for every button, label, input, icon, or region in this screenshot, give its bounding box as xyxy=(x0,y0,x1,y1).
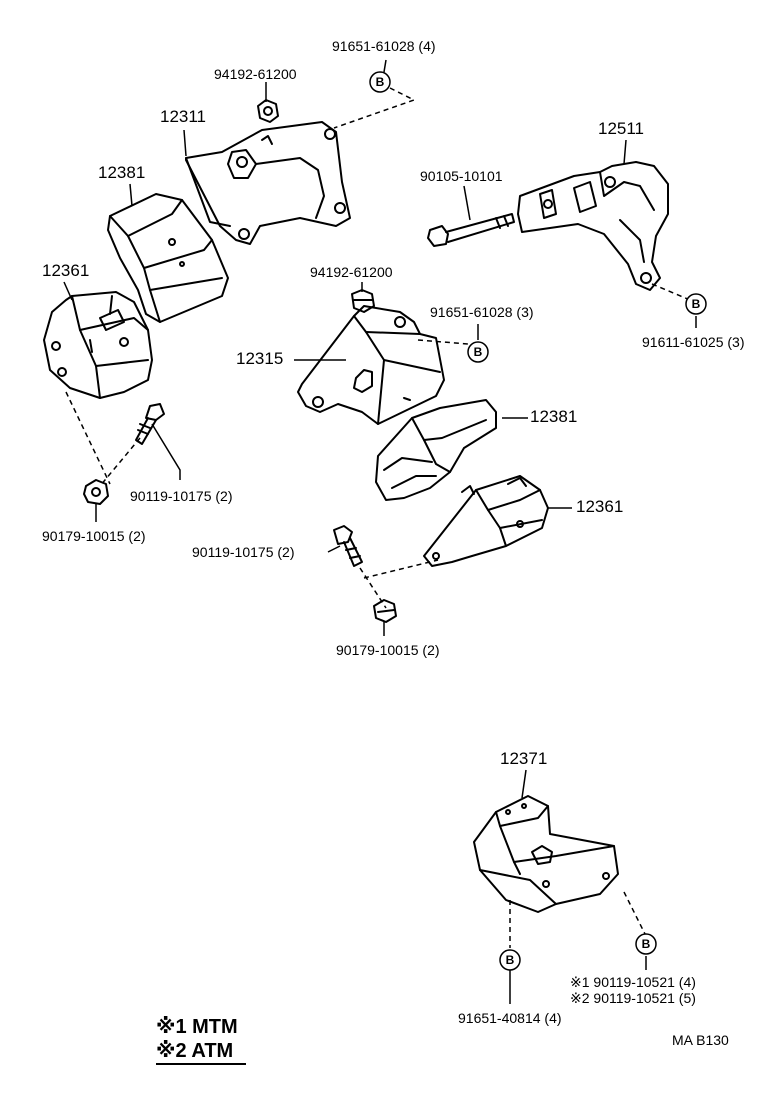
label-90179-10015-left: 90179-10015 (2) xyxy=(42,528,146,544)
label-90105-10101: 90105-10101 xyxy=(420,168,503,184)
callout-b-marker-5 xyxy=(635,933,657,955)
callout-markers xyxy=(369,71,707,971)
label-12381-right: 12381 xyxy=(530,407,578,426)
bolt-90119-10175-left xyxy=(135,403,165,445)
insulator-12381-right xyxy=(375,399,497,501)
label-90119-10175-mid: 90119-10175 (2) xyxy=(192,544,295,560)
callout-b-marker-2 xyxy=(467,341,489,363)
mount-12361-left xyxy=(43,291,153,399)
callout-b-letter: B xyxy=(506,953,515,967)
label-note2-part: ※2 90119-10521 (5) xyxy=(570,990,696,1006)
label-94192-61200-top: 94192-61200 xyxy=(214,66,297,82)
legend-underline xyxy=(156,1063,246,1065)
mount-12371 xyxy=(473,795,619,913)
label-12315: 12315 xyxy=(236,349,284,368)
label-91651-61028-4: 91651-61028 (4) xyxy=(332,38,436,54)
bracket-12315 xyxy=(297,305,445,425)
label-94192-61200-mid: 94192-61200 xyxy=(310,264,393,280)
insulator-12381-left xyxy=(107,193,229,323)
label-note1-part: ※1 90119-10521 (4) xyxy=(570,974,696,990)
nut-94192-61200-top xyxy=(257,99,279,123)
label-12361-right: 12361 xyxy=(576,497,624,516)
bracket-12311 xyxy=(185,121,351,245)
label-90119-10175-left: 90119-10175 (2) xyxy=(130,488,233,504)
callout-b-letter: B xyxy=(474,345,483,359)
callout-b-marker-1 xyxy=(369,71,391,93)
legend-mtm: ※1 MTM xyxy=(156,1016,238,1038)
label-12311: 12311 xyxy=(160,107,207,126)
nut-90179-10015-mid xyxy=(373,599,397,623)
label-90179-10015-mid: 90179-10015 (2) xyxy=(336,642,440,658)
label-12361-left: 12361 xyxy=(42,261,90,280)
legend-atm: ※2 ATM xyxy=(156,1040,234,1062)
callout-b-marker-3 xyxy=(685,293,707,315)
nut-94192-61200-mid xyxy=(351,289,375,313)
callout-b-marker-4 xyxy=(499,949,521,971)
diagram-code: MA B130 xyxy=(672,1032,729,1048)
callout-b-letter: B xyxy=(376,75,385,89)
bolt-90119-10175-mid xyxy=(333,525,363,567)
label-12381-left: 12381 xyxy=(98,163,146,182)
callout-b-letter: B xyxy=(642,937,651,951)
bolt-90105-10101 xyxy=(427,213,515,247)
label-91611-61025: 91611-61025 (3) xyxy=(642,334,745,350)
callout-b-letter: B xyxy=(692,297,701,311)
label-91651-40814: 91651-40814 (4) xyxy=(458,1010,562,1026)
mount-12361-right xyxy=(423,475,549,567)
label-12511: 12511 xyxy=(598,119,645,138)
label-91651-61028-3: 91651-61028 (3) xyxy=(430,304,534,320)
bracket-12511 xyxy=(517,161,669,291)
leader-lines xyxy=(63,59,697,1004)
label-12371: 12371 xyxy=(500,749,548,768)
dashed-connection-lines xyxy=(65,87,691,948)
nut-90179-10015-left xyxy=(83,479,109,505)
